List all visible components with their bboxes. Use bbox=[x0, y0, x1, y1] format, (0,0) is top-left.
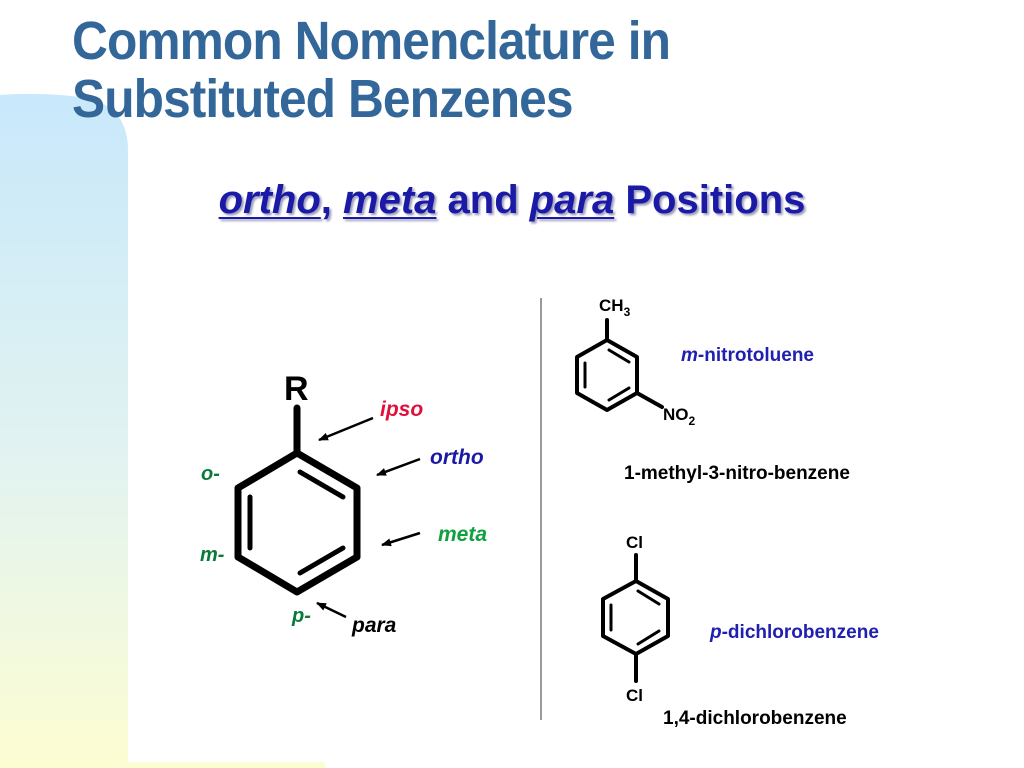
p-abbrev-label: p- bbox=[291, 605, 311, 627]
subtitle-para: para bbox=[529, 178, 615, 222]
cl-bottom-label: Cl bbox=[626, 686, 643, 705]
slide-title: Common Nomenclature in Substituted Benze… bbox=[72, 12, 900, 128]
title-line-1: Common Nomenclature in bbox=[72, 11, 671, 71]
nitrotoluene-structure bbox=[575, 318, 664, 412]
systematic-name-2: 1,4-dichlorobenzene bbox=[663, 708, 847, 729]
o-abbrev-label: o- bbox=[201, 463, 220, 485]
substituent-r-label: R bbox=[284, 370, 309, 408]
subtitle-ortho: ortho bbox=[218, 178, 321, 222]
para-label: para bbox=[351, 614, 397, 637]
subtitle-positions: Positions bbox=[614, 178, 806, 222]
ipso-label: ipso bbox=[380, 398, 423, 421]
p-dichlorobenzene-name: p-dichlorobenzene bbox=[709, 622, 879, 643]
ortho-label: ortho bbox=[430, 446, 484, 469]
slide-subtitle: ortho, meta and para Positions bbox=[0, 178, 1024, 223]
m-abbrev-label: m- bbox=[200, 544, 225, 566]
position-arrows bbox=[316, 416, 421, 619]
subtitle-and: and bbox=[436, 178, 530, 222]
ch3-group-label: CH3 bbox=[599, 296, 631, 319]
meta-label: meta bbox=[438, 523, 487, 546]
no2-group-label: NO2 bbox=[663, 405, 696, 428]
systematic-name-1: 1-methyl-3-nitro-benzene bbox=[624, 463, 850, 484]
title-line-2: Substituted Benzenes bbox=[72, 69, 573, 129]
generic-benzene-ring bbox=[234, 404, 361, 596]
cl-top-label: Cl bbox=[626, 533, 643, 552]
dichlorobenzene-structure bbox=[601, 553, 670, 683]
subtitle-meta: meta bbox=[343, 178, 437, 222]
subtitle-comma: , bbox=[320, 178, 344, 222]
m-nitrotoluene-name: m-nitrotoluene bbox=[681, 345, 814, 366]
